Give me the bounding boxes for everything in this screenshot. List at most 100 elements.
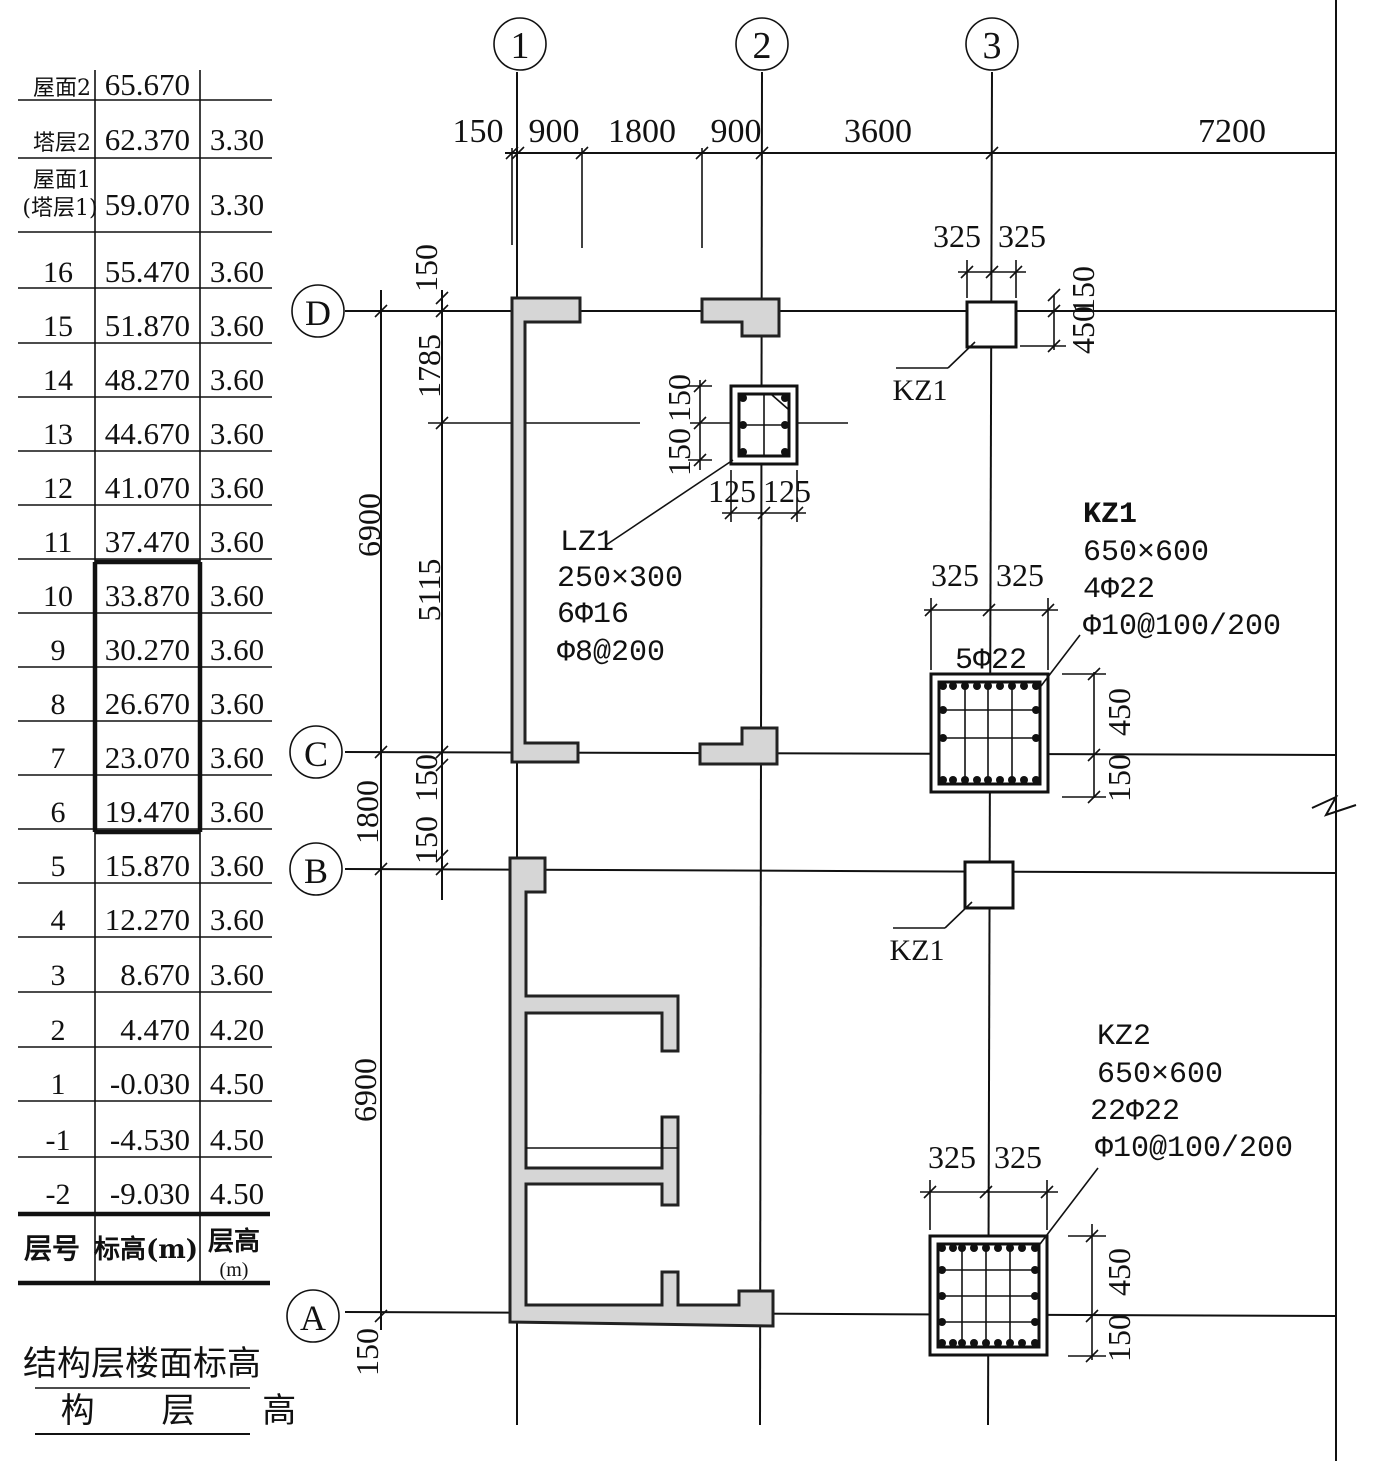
table-elevation: -4.530 xyxy=(110,1122,190,1157)
rebar-dot xyxy=(958,1339,966,1347)
svg-text:2: 2 xyxy=(753,25,772,67)
lz1-size: 250×300 xyxy=(557,562,683,596)
dim-lz1-125-a: 125 xyxy=(708,473,756,509)
rebar-dot xyxy=(1031,1292,1039,1300)
svg-text:B: B xyxy=(304,851,328,891)
table-floor-label: 10 xyxy=(43,580,73,613)
kz1-side-rebar: 5Φ22 xyxy=(955,644,1027,678)
rebar-dot xyxy=(996,776,1004,784)
table-story-height: 3.60 xyxy=(210,362,264,397)
rebar-dot xyxy=(1032,776,1040,784)
top-dimension-chain: 150 900 1800 900 3600 7200 xyxy=(453,113,1336,248)
dim-top-1800: 1800 xyxy=(608,113,676,150)
rebar-dot xyxy=(1018,1339,1026,1347)
rebar-dot xyxy=(970,1244,978,1252)
dim-left-5115: 5115 xyxy=(411,559,447,622)
left-dimension-chain: 6900 1800 6900 150 150 1785 5115 150 150 xyxy=(347,244,848,1376)
table-elevation: 62.370 xyxy=(105,122,190,157)
dim-left-6900-bottom: 6900 xyxy=(347,1058,383,1122)
table-floor-label-sub: (塔层1) xyxy=(22,196,97,221)
dim-top-7200: 7200 xyxy=(1198,113,1266,150)
dim-left-150-bottom: 150 xyxy=(349,1328,385,1376)
table-elevation: 37.470 xyxy=(105,524,190,559)
table-elevation: 55.470 xyxy=(105,254,190,289)
rebar-dot xyxy=(938,1266,946,1274)
table-floor-label: 6 xyxy=(51,796,66,829)
rebar-dot xyxy=(1006,1339,1014,1347)
rebar-dot xyxy=(996,682,1004,690)
kz2-stirrup: Φ10@100/200 xyxy=(1095,1132,1293,1166)
rebar-dot xyxy=(939,734,947,742)
wall-upper-left xyxy=(510,296,582,764)
table-floor-label: 13 xyxy=(43,418,73,451)
table-floor-label: 1 xyxy=(51,1068,66,1101)
table-story-height: 3.60 xyxy=(210,578,264,613)
table-elevation: 33.870 xyxy=(105,578,190,613)
table-elevation: 8.670 xyxy=(120,957,190,992)
table-floor-label: 3 xyxy=(51,959,66,992)
rebar-dot xyxy=(1020,776,1028,784)
svg-text:A: A xyxy=(300,1298,326,1338)
table-story-height: 3.60 xyxy=(210,470,264,505)
kz1-stirrup xyxy=(937,680,1042,786)
dim-kz1-plan-right: 325 xyxy=(998,218,1046,254)
header-height: 层高 xyxy=(208,1226,260,1257)
dim-top-150: 150 xyxy=(453,113,504,150)
table-story-height: 3.30 xyxy=(210,187,264,222)
axis-bubble-1: 1 xyxy=(493,17,547,71)
wall-upper-right-top xyxy=(700,297,781,338)
table-elevation: 30.270 xyxy=(105,632,190,667)
rebar-dot xyxy=(973,776,981,784)
table-elevation: 51.870 xyxy=(105,308,190,343)
shear-walls xyxy=(508,296,781,1328)
lz1-name: LZ1 xyxy=(560,526,614,560)
tag-kz1-middle: KZ1 xyxy=(890,934,945,967)
plan-columns: KZ1 KZ1 325 325 150 450 xyxy=(890,218,1102,967)
rebar-dot xyxy=(949,682,957,690)
table-story-height: 3.60 xyxy=(210,794,264,829)
table-floor-label: -1 xyxy=(46,1124,71,1157)
table-story-height: 4.20 xyxy=(210,1012,264,1047)
rebar-dot xyxy=(994,1244,1002,1252)
rebar-dot xyxy=(1031,1318,1039,1326)
table-elevation: 26.670 xyxy=(105,686,190,721)
caption-elevation: 结构层楼面标高 xyxy=(23,1344,261,1384)
rebar-dot xyxy=(973,682,981,690)
table-floor-label: 5 xyxy=(51,850,66,883)
lz1-rebar: 6Φ16 xyxy=(557,598,629,632)
rebar-dot xyxy=(961,776,969,784)
rebar-dot xyxy=(1031,1339,1039,1347)
dim-left-6900-top: 6900 xyxy=(351,493,387,557)
dim-kz1-detail-150: 150 xyxy=(1101,754,1137,802)
dim-kz2-detail-left: 325 xyxy=(928,1139,976,1175)
table-floor-label: 8 xyxy=(51,688,66,721)
table-floor-label: 塔层2 xyxy=(33,131,91,156)
table-floor-label: 屋面2 xyxy=(33,76,91,101)
rebar-dot xyxy=(1020,682,1028,690)
axis-line-A xyxy=(344,1311,1337,1317)
dim-kz1-plan-150: 150 xyxy=(1065,266,1101,314)
rebar-dot xyxy=(939,706,947,714)
svg-text:1: 1 xyxy=(511,25,530,67)
table-story-height: 4.50 xyxy=(210,1122,264,1157)
table-floor-label: 2 xyxy=(51,1014,66,1047)
table-elevation: 65.670 xyxy=(105,67,190,102)
table-story-height: 3.60 xyxy=(210,416,264,451)
rebar-dot xyxy=(1032,734,1040,742)
dim-kz2-detail-right: 325 xyxy=(994,1139,1042,1175)
kz1-stirrup: Φ10@100/200 xyxy=(1083,610,1281,644)
caption-story-height: 结 构 层 高 xyxy=(0,1391,324,1431)
svg-text:3: 3 xyxy=(983,25,1002,67)
rebar-dot xyxy=(1032,706,1040,714)
rebar-dot xyxy=(1008,682,1016,690)
dim-kz1-plan-left: 325 xyxy=(933,218,981,254)
table-elevation: -9.030 xyxy=(110,1176,190,1211)
table-elevation: 59.070 xyxy=(105,187,190,222)
kz1-column-detail: 325 325 450 150 5Φ22 KZ1 650×600 4Φ22 Φ1… xyxy=(924,498,1281,804)
wall-lower-left xyxy=(508,856,775,1328)
table-elevation: -0.030 xyxy=(110,1066,190,1101)
rebar-dot xyxy=(938,1318,946,1326)
table-story-height: 3.60 xyxy=(210,632,264,667)
